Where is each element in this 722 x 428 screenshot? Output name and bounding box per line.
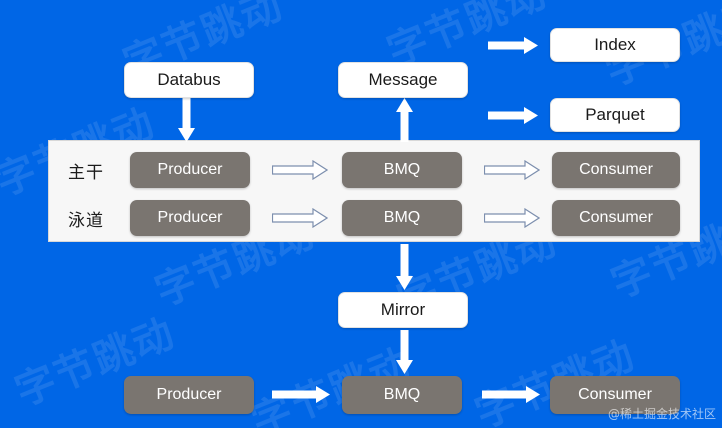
node-index[interactable]: Index (550, 28, 680, 62)
arrow-producer-bmq-trunk-icon (272, 160, 328, 180)
node-mirror[interactable]: Mirror (338, 292, 468, 328)
node-consumer-bottom[interactable]: Consumer (550, 376, 680, 414)
arrow-bmq-consumer-trunk-icon (484, 160, 540, 180)
node-bmq-trunk[interactable]: BMQ (342, 152, 462, 188)
node-message[interactable]: Message (338, 62, 468, 98)
arrow-bottom-prod-bmq-icon (272, 386, 330, 403)
lane-label-trunk: 主干 (68, 163, 104, 183)
node-bmq-bottom[interactable]: BMQ (342, 376, 462, 414)
arrow-databus-to-producer-icon (178, 98, 195, 142)
node-consumer-trunk[interactable]: Consumer (552, 152, 680, 188)
lane-label-swimlane: 泳道 (68, 211, 104, 231)
arrow-bmq-to-message-icon (396, 98, 413, 142)
arrow-producer-bmq-lane-icon (272, 208, 328, 228)
node-databus[interactable]: Databus (124, 62, 254, 98)
node-producer-trunk[interactable]: Producer (130, 152, 250, 188)
arrow-message-to-parquet-icon (488, 107, 538, 124)
arrow-message-to-index-icon (488, 37, 538, 54)
arrow-bottom-bmq-cons-icon (482, 386, 540, 403)
arrow-bmq-consumer-lane-icon (484, 208, 540, 228)
node-producer-bottom[interactable]: Producer (124, 376, 254, 414)
arrow-bmq-to-mirror-icon (396, 244, 413, 290)
node-consumer-swimlane[interactable]: Consumer (552, 200, 680, 236)
node-bmq-swimlane[interactable]: BMQ (342, 200, 462, 236)
node-parquet[interactable]: Parquet (550, 98, 680, 132)
node-producer-swimlane[interactable]: Producer (130, 200, 250, 236)
arrow-mirror-to-bmq-icon (396, 330, 413, 374)
